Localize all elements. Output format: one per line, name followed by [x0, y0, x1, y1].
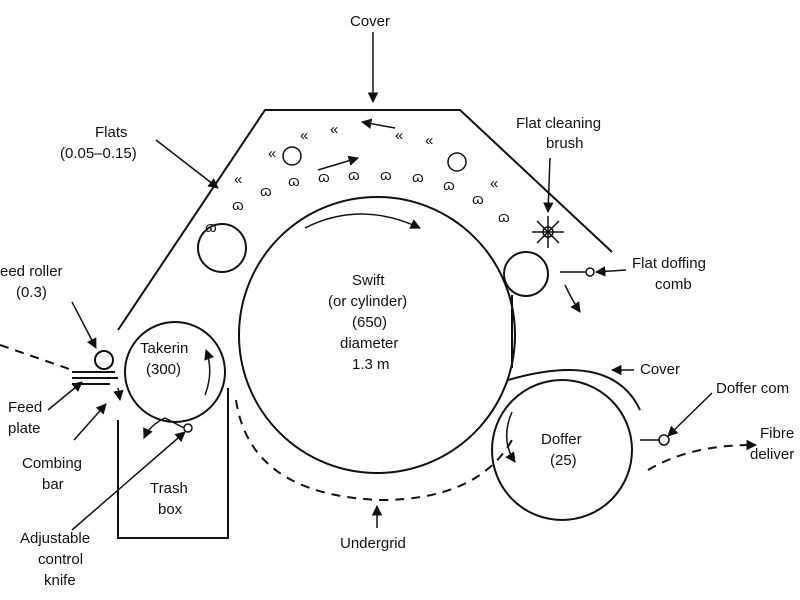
label-fibre-1: Fibre	[760, 425, 794, 442]
flats-end-roller-left	[197, 223, 247, 273]
svg-text:«: «	[268, 145, 276, 162]
label-feed-roller: eed roller	[0, 263, 63, 280]
doffer-comb-pivot	[658, 434, 670, 446]
label-swift-2: (or cylinder)	[328, 293, 407, 310]
svg-text:ɷ: ɷ	[260, 183, 272, 200]
svg-text:ɷ: ɷ	[380, 167, 392, 184]
label-flats: Flats	[95, 124, 128, 141]
adjustable-knife-pivot	[183, 423, 193, 433]
label-takerin: Takerin	[140, 340, 188, 357]
svg-text:ɷ: ɷ	[412, 169, 424, 186]
label-doffer: Doffer	[541, 431, 582, 448]
label-flat-cleaning: Flat cleaning	[516, 115, 601, 132]
flats-end-roller-right	[503, 251, 549, 297]
label-knife-2: control	[38, 551, 83, 568]
svg-text:«: «	[234, 171, 242, 188]
svg-text:«: «	[425, 132, 433, 149]
label-doffer-value: (25)	[550, 452, 577, 469]
feed-lap-dashed	[0, 344, 73, 371]
label-trash-1: Trash	[150, 480, 188, 497]
svg-text:«: «	[300, 127, 308, 144]
label-combing-bar-2: bar	[42, 476, 64, 493]
label-flat-cleaning-brush: brush	[546, 135, 584, 152]
label-fibre-2: deliver	[750, 446, 794, 463]
takerin-roller	[124, 321, 226, 423]
svg-text:«: «	[395, 127, 403, 144]
label-swift-5: 1.3 m	[352, 356, 390, 373]
flat-roller-left	[282, 146, 302, 166]
svg-text:ɷ: ɷ	[318, 169, 330, 186]
label-swift-4: diameter	[340, 335, 398, 352]
label-knife-3: knife	[44, 572, 76, 589]
svg-text:ɷ: ɷ	[498, 209, 510, 226]
swift-cylinder	[238, 196, 516, 474]
doffer-roller	[491, 379, 633, 521]
svg-text:ɷ: ɷ	[472, 191, 484, 208]
flats-direction-arrow-top	[360, 118, 396, 129]
label-combing-bar-1: Combing	[22, 455, 82, 472]
label-swift-3: (650)	[352, 314, 387, 331]
label-flat-doffing: Flat doffing	[632, 255, 706, 272]
label-undergrid: Undergrid	[340, 535, 406, 552]
label-feed-roller-value: (0.3)	[16, 284, 47, 301]
label-feed-plate-1: Feed	[8, 399, 42, 416]
label-cover-top: Cover	[350, 13, 390, 30]
svg-text:ɷ: ɷ	[288, 173, 300, 190]
trash-box	[117, 388, 229, 539]
feed-roller	[94, 350, 114, 370]
flat-doffing-comb-pivot	[585, 267, 595, 277]
label-feed-plate-2: plate	[8, 420, 41, 437]
swift-rotation-arrow	[304, 213, 421, 229]
label-doffer-comb: Doffer com	[716, 380, 789, 397]
label-trash-2: box	[158, 501, 183, 518]
flat-roller-right	[447, 152, 467, 172]
flat-cleaning-brush	[532, 216, 564, 248]
label-flats-range: (0.05–0.15)	[60, 145, 137, 162]
doffer-cover	[507, 369, 641, 411]
label-flat-doffing-comb: comb	[655, 276, 692, 293]
fibre-delivery-dashed	[647, 444, 753, 471]
flats-housing	[117, 109, 613, 331]
label-swift-1: Swift	[352, 272, 385, 289]
flats-direction-arrow-lower	[317, 155, 360, 171]
label-cover-doffer: Cover	[640, 361, 680, 378]
label-knife-1: Adjustable	[20, 530, 90, 547]
label-takerin-value: (300)	[146, 361, 181, 378]
svg-text:ɷ: ɷ	[443, 177, 455, 194]
svg-text:ɷ: ɷ	[348, 167, 360, 184]
undergrid	[235, 399, 513, 502]
svg-text:«: «	[330, 121, 338, 138]
svg-text:«: «	[490, 175, 498, 192]
feed-plate	[72, 371, 118, 385]
svg-text:ɷ: ɷ	[232, 197, 244, 214]
